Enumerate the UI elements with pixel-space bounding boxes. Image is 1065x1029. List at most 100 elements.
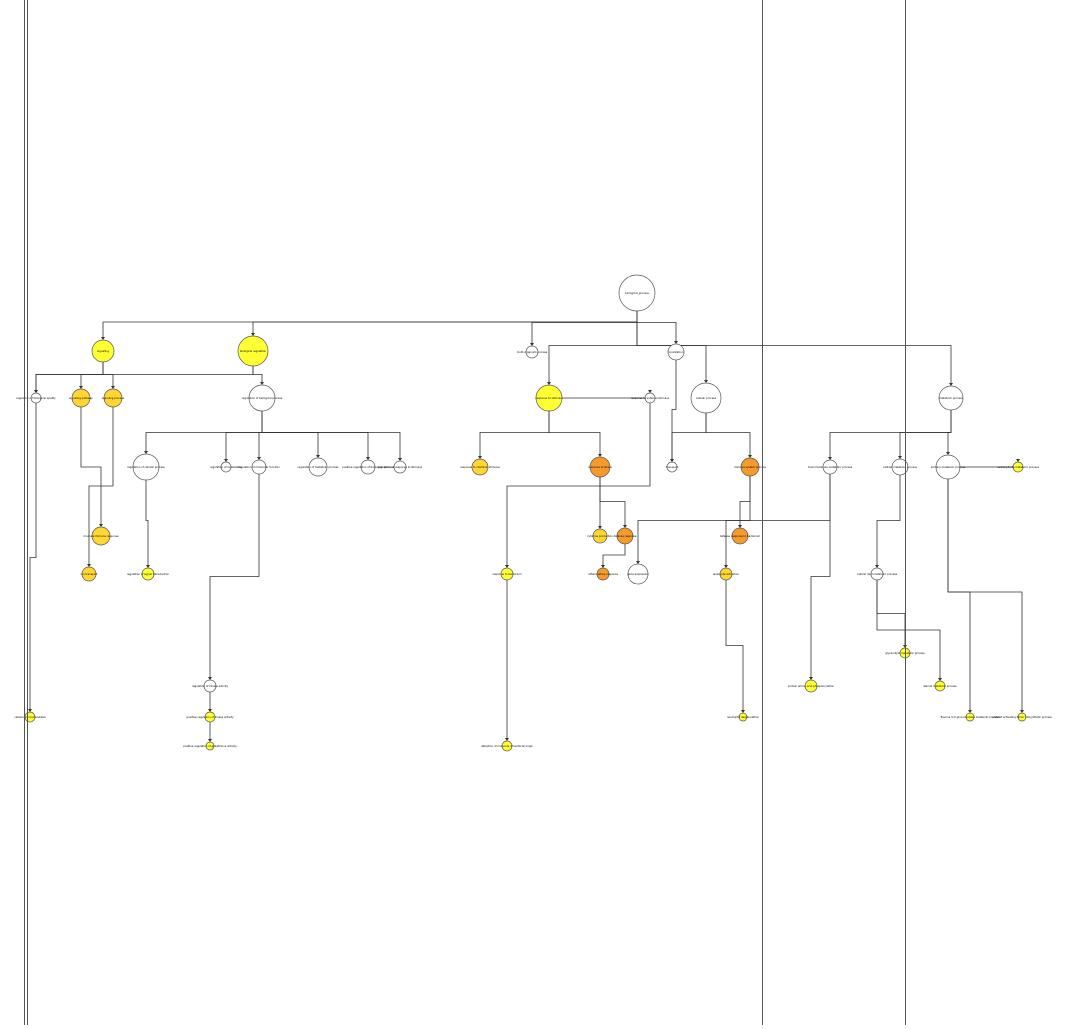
edge-metabolic-primary_metabolic (947, 410, 952, 453)
node-circle[interactable] (501, 740, 513, 752)
node-localization[interactable]: localization (667, 343, 685, 361)
node-circle[interactable] (627, 563, 649, 585)
node-circle[interactable] (618, 274, 656, 312)
node-circle[interactable] (535, 384, 563, 412)
node-circle[interactable] (525, 345, 539, 359)
node-circle[interactable] (360, 459, 376, 475)
node-reg-metabolic[interactable]: regulation of metabolic process (298, 457, 340, 477)
node-cellular-lipid[interactable]: cellular lipid metabolic process (857, 567, 898, 581)
node-circle[interactable] (822, 459, 838, 475)
node-circle[interactable] (891, 458, 909, 476)
node-circle[interactable] (308, 457, 328, 477)
node-primary-metabolic[interactable]: primary metabolic process (931, 454, 966, 480)
node-response-chemical[interactable]: response to chemical stimulus (460, 458, 500, 476)
node-circle[interactable] (1017, 712, 1027, 722)
edge-arrowhead (598, 526, 602, 529)
node-circle[interactable] (740, 457, 760, 477)
node-circle[interactable] (667, 343, 685, 361)
node-transport[interactable]: transport (666, 461, 678, 473)
node-circle[interactable] (132, 453, 160, 481)
node-reg-cellular-process[interactable]: regulation of cellular process (127, 453, 165, 481)
node-circle[interactable] (393, 460, 407, 474)
node-reg-signal[interactable]: regulation of signal transduction (127, 567, 170, 581)
node-bio-reg[interactable]: biological regulation (237, 335, 269, 367)
node-circle[interactable] (204, 711, 216, 723)
node-macromolecule-metabolic[interactable]: macromolecule metabolic process (808, 459, 853, 475)
node-neutrophil[interactable]: neutrophil degranulation (727, 712, 760, 722)
node-response-stimulus[interactable]: response to stimulus (535, 384, 563, 412)
node-circle[interactable] (592, 528, 608, 544)
node-reg-molecular-function[interactable]: regulation of molecular function (238, 459, 280, 475)
node-platelet[interactable]: platelet activating factor biosynthetic … (992, 712, 1052, 722)
node-circle[interactable] (500, 567, 514, 581)
node-defense[interactable]: defense response (614, 527, 637, 545)
node-circle[interactable] (471, 458, 489, 476)
node-defense-bacterium[interactable]: defense response to bacterium (720, 527, 761, 545)
node-cellular-process[interactable]: cellular process (690, 382, 722, 414)
node-signaling[interactable]: signaling (91, 339, 115, 363)
node-response-ext[interactable]: response to external stimulus (631, 392, 670, 404)
node-circle[interactable] (804, 679, 818, 693)
node-circle[interactable] (251, 459, 267, 475)
node-reg-response-stimulus[interactable]: regulation of response to stimulus (378, 460, 423, 474)
node-circle[interactable] (589, 456, 611, 478)
edge-reg_cellular_process-reg_signal (145, 480, 149, 566)
node-circle[interactable] (935, 454, 961, 480)
node-circle[interactable] (1012, 461, 1024, 473)
node-response-stress[interactable]: response to stress (588, 456, 612, 478)
node-circle[interactable] (141, 567, 155, 581)
node-circle[interactable] (644, 392, 656, 404)
node-ion-transport[interactable]: ion transport (81, 566, 98, 582)
node-circle[interactable] (248, 384, 276, 412)
node-circle[interactable] (237, 335, 269, 367)
node-circle[interactable] (71, 388, 91, 408)
node-inflammatory[interactable]: inflammatory response (588, 567, 618, 581)
node-mucosal-immune[interactable]: mucosal immune response (84, 526, 119, 546)
node-gene-expression[interactable]: gene expression (627, 563, 649, 585)
node-metabolic[interactable]: metabolic process (938, 385, 964, 411)
node-circle[interactable] (616, 527, 634, 545)
node-reg-bio-process[interactable]: regulation of biological process (242, 384, 283, 412)
node-leukocyte-activation[interactable]: leukocyte activation (713, 567, 740, 581)
node-multi-org[interactable]: multi-organism process (517, 345, 548, 359)
node-pos-reg-glutathione[interactable]: positive regulation of glutathione activ… (183, 741, 237, 751)
node-circle[interactable] (690, 382, 722, 414)
node-cellular-metabolic[interactable]: cellular metabolic process (883, 458, 918, 476)
node-circle[interactable] (596, 567, 610, 581)
node-signaling-pathway[interactable]: signaling pathway (69, 388, 93, 408)
node-steroid-metabolic[interactable]: steroid metabolic process (923, 680, 957, 692)
node-root[interactable]: biological_process (618, 274, 656, 312)
node-detection-bacterium[interactable]: detection of molecule of bacterial origi… (481, 740, 533, 752)
node-circle[interactable] (203, 679, 217, 693)
node-circle[interactable] (103, 388, 123, 408)
node-response-bacterium[interactable]: response to bacterium (492, 567, 522, 581)
node-reg-bio-quality[interactable]: regulation of biological quality (16, 392, 56, 404)
node-carbohydrate[interactable]: carbohydrate metabolic process (997, 461, 1040, 473)
node-circle[interactable] (934, 680, 946, 692)
node-flavonoid[interactable]: flavone 3-O-glucuronidase metabolic proc… (941, 712, 1000, 722)
node-circle[interactable] (81, 566, 97, 582)
node-immune-process[interactable]: immune system process (734, 457, 766, 477)
node-circle[interactable] (738, 712, 748, 722)
node-circle[interactable] (719, 567, 733, 581)
node-circle[interactable] (220, 461, 232, 473)
node-circle[interactable] (666, 461, 678, 473)
node-cytokine-production[interactable]: cytokine production (587, 528, 613, 544)
node-pos-reg-bio[interactable]: positive regulation of biological proces… (342, 459, 394, 475)
node-label: response to chemical stimulus (460, 465, 500, 469)
node-pos-reg-kinase[interactable]: positive regulation of kinase activity (186, 711, 234, 723)
node-circle[interactable] (91, 526, 111, 546)
node-circle[interactable] (30, 392, 42, 404)
node-cellular-ion[interactable]: cellular ion homeostasis (14, 711, 46, 723)
node-circle[interactable] (938, 385, 964, 411)
node-circle[interactable] (205, 741, 215, 751)
node-reg-localization[interactable]: regulation of localization (210, 461, 242, 473)
node-circle[interactable] (91, 339, 115, 363)
node-circle[interactable] (731, 527, 749, 545)
node-reg-kinase[interactable]: regulation of kinase activity (192, 679, 229, 693)
node-circle[interactable] (965, 712, 975, 722)
edge-arrowhead (547, 382, 551, 385)
node-circle[interactable] (870, 567, 884, 581)
node-protein-amino-acid-phos[interactable]: protein amino acid phosphorylation (788, 679, 834, 693)
node-signaling-process[interactable]: signaling process (102, 388, 125, 408)
